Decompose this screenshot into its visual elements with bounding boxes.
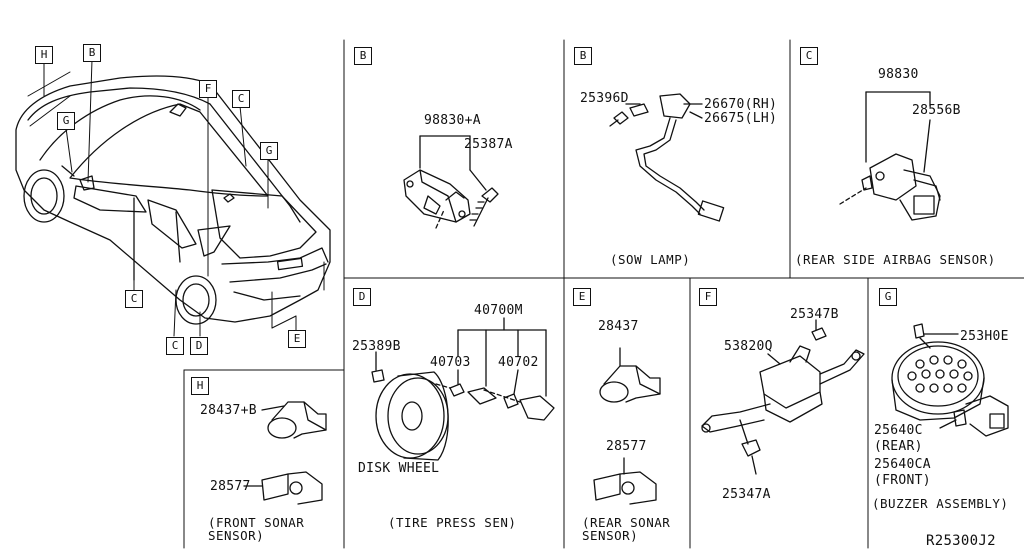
callout-b: B bbox=[83, 44, 101, 62]
part-25640ca: 25640CA bbox=[874, 457, 931, 472]
part-40703: 40703 bbox=[430, 355, 471, 370]
b2-harness-drawing bbox=[609, 93, 725, 222]
caption-sow-lamp: (SOW LAMP) bbox=[610, 252, 691, 267]
part-98830-a: 98830+A bbox=[424, 113, 481, 128]
b1-sensor-drawing bbox=[403, 135, 499, 229]
h-sonar-drawing bbox=[243, 401, 327, 505]
part-40700m: 40700M bbox=[474, 303, 523, 318]
panel-g-letter: G bbox=[879, 288, 897, 306]
part-25347a: 25347A bbox=[722, 487, 771, 502]
part-53820q: 53820Q bbox=[724, 339, 773, 354]
caption-buzzer-assembly: (BUZZER ASSEMBLY) bbox=[872, 496, 1009, 511]
part-disk-wheel: DISK WHEEL bbox=[358, 461, 440, 476]
d-tire-sensor-drawing bbox=[371, 317, 555, 461]
part-253h0e: 253H0E bbox=[960, 329, 1009, 344]
part-40702: 40702 bbox=[498, 355, 539, 370]
drawing-id: R25300J2 bbox=[926, 533, 996, 549]
part-25387a: 25387A bbox=[464, 137, 513, 152]
part-28556b: 28556B bbox=[912, 103, 961, 118]
part-25347b: 25347B bbox=[790, 307, 839, 322]
caption-rear-side-airbag-sensor: (REAR SIDE AIRBAG SENSOR) bbox=[795, 252, 996, 267]
callout-c-left: C bbox=[125, 290, 143, 308]
panel-d-letter: D bbox=[353, 288, 371, 306]
callout-g-rear: G bbox=[260, 142, 278, 160]
part-25640ca-front: (FRONT) bbox=[874, 473, 931, 488]
callout-e: E bbox=[288, 330, 306, 348]
part-25640c-rear: (REAR) bbox=[874, 439, 923, 454]
caption-front-sonar-2: SENSOR) bbox=[208, 528, 265, 543]
part-28437: 28437 bbox=[598, 319, 639, 334]
part-26670-rh: 26670(RH) bbox=[704, 97, 778, 112]
panel-b2-letter: B bbox=[574, 47, 592, 65]
callout-g-front: G bbox=[57, 112, 75, 130]
part-26675-lh: 26675(LH) bbox=[704, 111, 778, 126]
overview-leaders bbox=[27, 59, 325, 337]
c-sensor-drawing bbox=[839, 91, 941, 221]
part-98830: 98830 bbox=[878, 67, 919, 82]
caption-rear-sonar-1: (REAR SONAR bbox=[582, 515, 671, 530]
f-unit-drawing bbox=[701, 319, 865, 475]
part-28577-rear: 28577 bbox=[606, 439, 647, 454]
callout-c-bottom: C bbox=[166, 337, 184, 355]
panel-h-letter: H bbox=[191, 377, 209, 395]
callout-h: H bbox=[35, 46, 53, 64]
panel-borders bbox=[183, 39, 1024, 549]
callout-f: F bbox=[199, 80, 217, 98]
part-25389b: 25389B bbox=[352, 339, 401, 354]
part-28437-b: 28437+B bbox=[200, 403, 257, 418]
callout-c-roof: C bbox=[232, 90, 250, 108]
panel-b1-letter: B bbox=[354, 47, 372, 65]
panel-e-letter: E bbox=[573, 288, 591, 306]
g-buzzer-drawing bbox=[891, 323, 1009, 437]
caption-front-sonar-1: (FRONT SONAR bbox=[208, 515, 305, 530]
panel-f-letter: F bbox=[699, 288, 717, 306]
panel-c-letter: C bbox=[800, 47, 818, 65]
caption-tire-press-sen: (TIRE PRESS SEN) bbox=[388, 515, 517, 530]
buzzer-holes bbox=[907, 355, 973, 393]
part-25396d: 25396D bbox=[580, 91, 629, 106]
e-sonar-drawing bbox=[593, 347, 661, 505]
part-28577-front: 28577 bbox=[210, 479, 251, 494]
caption-rear-sonar-2: SENSOR) bbox=[582, 528, 639, 543]
vehicle-overview bbox=[15, 75, 331, 325]
part-25640c: 25640C bbox=[874, 423, 923, 438]
callout-d: D bbox=[190, 337, 208, 355]
